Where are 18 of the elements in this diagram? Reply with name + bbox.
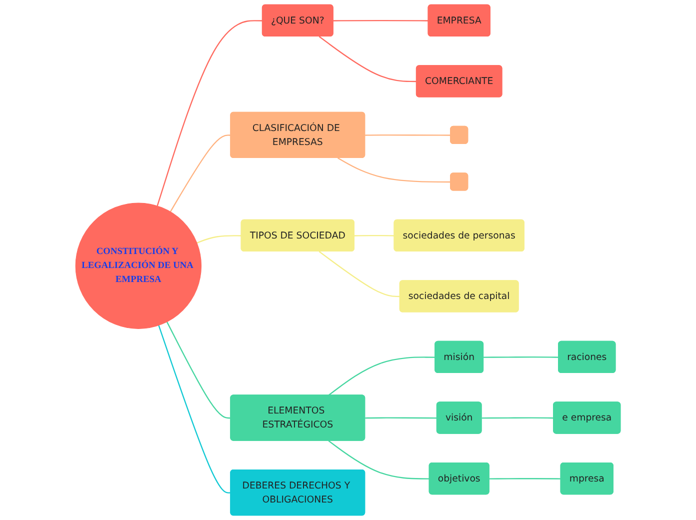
connector: [489, 478, 561, 480]
connector: [328, 356, 436, 396]
connector: [338, 158, 451, 183]
connector: [484, 356, 559, 358]
connector: [482, 417, 554, 419]
connector: [318, 36, 417, 82]
connector: [354, 234, 394, 236]
connector: [318, 251, 400, 298]
connector: [156, 20, 263, 206]
connector: [196, 235, 242, 244]
connector: [170, 134, 231, 212]
connector: [158, 325, 231, 494]
connector: [365, 134, 451, 136]
node-circle: CONSTITUCIÓN Y LEGALIZACIÓN DE UNA EMPRESA: [75, 202, 202, 329]
connector: [333, 20, 428, 22]
connector: [328, 440, 430, 480]
connector: [365, 417, 437, 419]
connector: [166, 322, 231, 419]
